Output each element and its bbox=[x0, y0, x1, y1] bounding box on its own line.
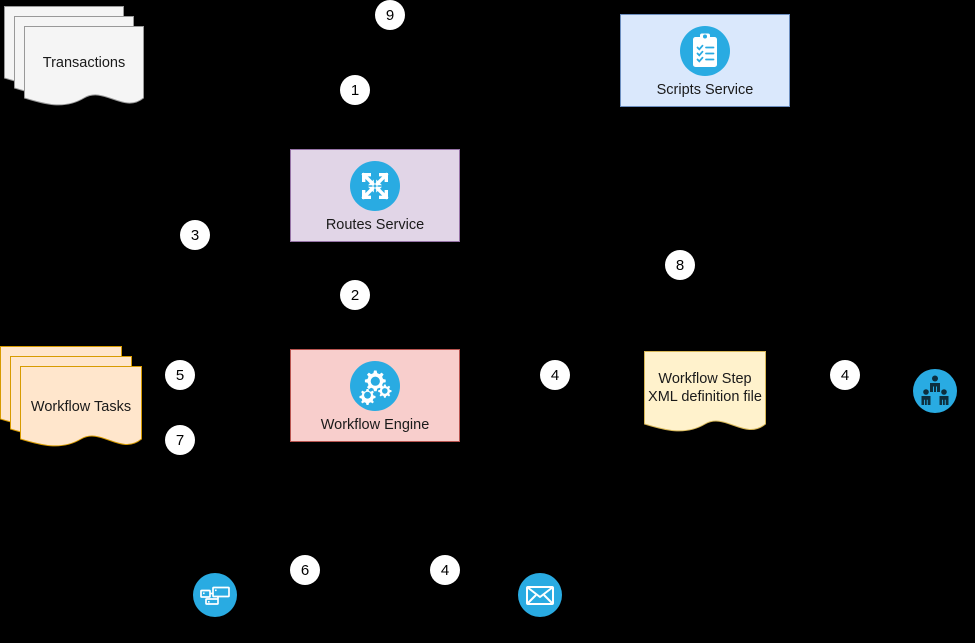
node-workflow-engine[interactable]: Workflow Engine bbox=[290, 349, 460, 442]
badge-4-right[interactable]: 4 bbox=[830, 360, 860, 390]
badge-9[interactable]: 9 bbox=[375, 0, 405, 30]
node-routes-service[interactable]: Routes Service bbox=[290, 149, 460, 242]
routes-service-label: Routes Service bbox=[325, 217, 425, 233]
envelope-icon[interactable] bbox=[517, 572, 563, 618]
badge-4-bottom[interactable]: 4 bbox=[430, 555, 460, 585]
workflow-tasks-document-stack[interactable]: Workflow Tasks bbox=[0, 346, 145, 451]
node-scripts-service[interactable]: Scripts Service bbox=[620, 14, 790, 107]
organization-people-group-icon[interactable] bbox=[912, 368, 958, 414]
scripts-service-label: Scripts Service bbox=[656, 82, 754, 98]
workflow-engine-label: Workflow Engine bbox=[320, 417, 430, 433]
clipboard-checklist-icon bbox=[679, 25, 731, 77]
server-icon[interactable] bbox=[192, 572, 238, 618]
transactions-document-stack[interactable]: Transactions bbox=[4, 6, 144, 106]
gears-icon bbox=[349, 360, 401, 412]
badge-4-middle[interactable]: 4 bbox=[540, 360, 570, 390]
badge-8[interactable]: 8 bbox=[665, 250, 695, 280]
converging-arrows-icon bbox=[349, 160, 401, 212]
badge-1[interactable]: 1 bbox=[340, 75, 370, 105]
document-sheet bbox=[644, 351, 766, 441]
badge-3[interactable]: 3 bbox=[180, 220, 210, 250]
document-sheet-front bbox=[20, 366, 142, 456]
document-sheet-front bbox=[24, 26, 144, 114]
badge-2[interactable]: 2 bbox=[340, 280, 370, 310]
workflow-step-xml-document[interactable]: Workflow Step XML definition file bbox=[644, 351, 766, 441]
badge-5[interactable]: 5 bbox=[165, 360, 195, 390]
badge-7[interactable]: 7 bbox=[165, 425, 195, 455]
badge-6[interactable]: 6 bbox=[290, 555, 320, 585]
